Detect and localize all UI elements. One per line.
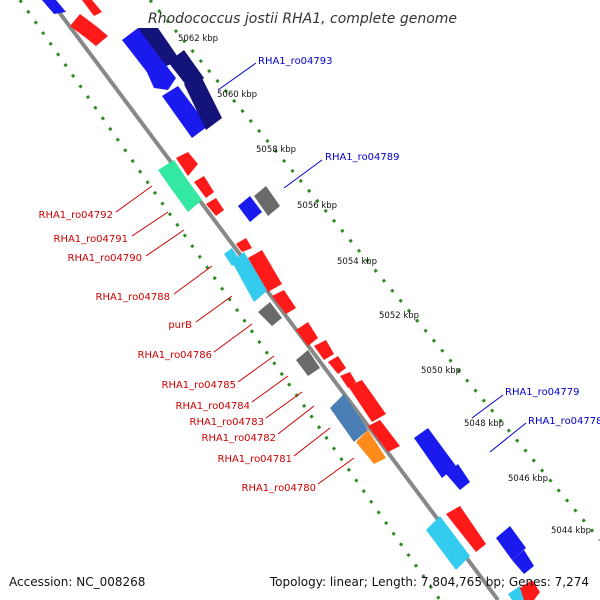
gene-label[interactable]: RHA1_ro04789 — [325, 152, 400, 163]
gene-arrow[interactable] — [248, 250, 282, 292]
gene-arrow[interactable] — [272, 290, 296, 314]
leader-line — [173, 265, 213, 295]
leader-line — [277, 405, 315, 435]
gene-arrow[interactable] — [446, 464, 470, 490]
leader-line — [251, 375, 289, 403]
leader-line — [283, 159, 323, 189]
gene-label[interactable]: purB — [168, 320, 192, 331]
kbp-tick-label: 5054 kbp — [337, 257, 377, 267]
gene-arrow[interactable] — [328, 356, 346, 374]
gene-arrow[interactable] — [138, 28, 180, 68]
gene-arrow[interactable] — [238, 196, 262, 222]
kbp-tick-label: 5060 kbp — [217, 90, 257, 100]
kbp-tick-label: 5050 kbp — [421, 366, 461, 376]
gene-arrow[interactable] — [194, 176, 214, 198]
gene-arrow[interactable] — [254, 186, 280, 216]
leader-line — [317, 457, 355, 485]
gene-arrow[interactable] — [232, 252, 268, 302]
gene-label[interactable]: RHA1_ro04784 — [176, 401, 251, 412]
kbp-tick-label: 5056 kbp — [297, 201, 337, 211]
gene-arrow[interactable] — [184, 74, 222, 130]
gene-arrow[interactable] — [146, 60, 176, 90]
gene-arrow[interactable] — [368, 420, 400, 452]
kbp-tick-label: 5058 kbp — [256, 145, 296, 155]
gene-label[interactable]: RHA1_ro04781 — [218, 454, 293, 465]
gene-label[interactable]: RHA1_ro04792 — [39, 210, 114, 221]
gene-label[interactable]: RHA1_ro04791 — [54, 234, 129, 245]
gene-features — [42, 0, 540, 600]
leader-line — [237, 355, 275, 383]
leader-line — [115, 185, 153, 213]
gene-arrow[interactable] — [122, 28, 166, 76]
kbp-tick-label: 5044 kbp — [551, 526, 591, 536]
kbp-tick-label: 5052 kbp — [379, 311, 419, 321]
gene-arrow[interactable] — [258, 302, 282, 326]
ruler-track-left — [18, 0, 442, 600]
gene-label[interactable]: RHA1_ro04786 — [138, 350, 213, 361]
leader-line — [471, 394, 504, 419]
gene-label[interactable]: RHA1_ro04782 — [202, 433, 277, 444]
gene-arrow[interactable] — [340, 372, 356, 388]
kbp-tick-label: 5048 kbp — [464, 419, 504, 429]
gene-label[interactable]: RHA1_ro04780 — [242, 483, 317, 494]
leader-line — [145, 229, 185, 257]
gene-label[interactable]: RHA1_ro04779 — [505, 387, 580, 398]
gene-label[interactable]: RHA1_ro04793 — [258, 56, 333, 67]
gene-arrow[interactable] — [42, 0, 66, 14]
genome-title: Rhodococcus jostii RHA1, complete genome — [148, 11, 457, 27]
gene-arrow[interactable] — [414, 428, 456, 478]
gene-arrow[interactable] — [496, 526, 526, 560]
leader-line — [489, 422, 527, 453]
gene-arrow[interactable] — [172, 178, 202, 212]
gene-label[interactable]: RHA1_ro04783 — [190, 417, 265, 428]
gene-label[interactable]: RHA1_ro04788 — [96, 292, 171, 303]
gene-label[interactable]: RHA1_ro04778 — [528, 416, 600, 427]
gene-arrow[interactable] — [348, 380, 386, 422]
leader-line — [217, 62, 257, 91]
kbp-scale: 5062 kbp 5060 kbp 5058 kbp 5056 kbp 5054… — [178, 34, 591, 536]
gene-arrow[interactable] — [206, 198, 224, 216]
gene-arrow[interactable] — [70, 14, 108, 46]
gene-arrow[interactable] — [520, 580, 540, 600]
label-leaders — [115, 62, 527, 485]
leader-line — [131, 211, 169, 237]
ruler-track-right — [148, 0, 600, 541]
gene-arrow[interactable] — [356, 430, 386, 464]
gene-arrow[interactable] — [296, 322, 318, 346]
genome-summary-text: Topology: linear; Length: 7,804,765 bp; … — [269, 575, 589, 589]
gene-arrow[interactable] — [236, 238, 252, 252]
accession-text: Accession: NC_008268 — [9, 575, 145, 589]
gene-arrow[interactable] — [158, 160, 186, 190]
leader-line — [293, 427, 331, 457]
gene-arrow[interactable] — [330, 394, 368, 442]
leader-line — [213, 323, 253, 353]
gene-arrow[interactable] — [314, 340, 334, 360]
gene-arrow[interactable] — [446, 506, 486, 552]
gene-arrow[interactable] — [82, 0, 102, 16]
gene-arrow[interactable] — [162, 86, 208, 138]
kbp-tick-label: 5046 kbp — [508, 474, 548, 484]
gene-label[interactable]: RHA1_ro04790 — [68, 253, 143, 264]
kbp-tick-label: 5062 kbp — [178, 34, 218, 44]
gene-arrow[interactable] — [176, 152, 198, 176]
gene-arrow[interactable] — [512, 550, 534, 574]
gene-arrow[interactable] — [296, 350, 320, 376]
genome-backbone — [48, 0, 500, 600]
gene-arrow[interactable] — [426, 516, 470, 570]
leader-line — [195, 295, 233, 323]
gene-label[interactable]: RHA1_ro04785 — [162, 380, 237, 391]
leader-line — [265, 391, 303, 419]
